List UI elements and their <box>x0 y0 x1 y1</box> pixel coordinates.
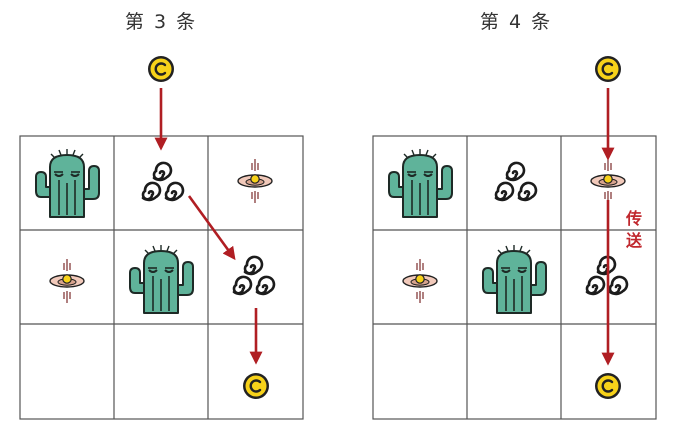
portal-icon <box>237 158 273 204</box>
portal-icon <box>402 258 438 304</box>
cactus-icon <box>129 244 194 314</box>
panel-left: 第 3 条 <box>19 11 304 420</box>
cactus-icon <box>388 148 453 218</box>
cactus-icon <box>482 244 547 314</box>
coin-icon <box>146 54 176 84</box>
teleport-label-char: 送 <box>625 231 643 250</box>
panel-title: 第 3 条 <box>125 11 197 33</box>
cactus-icon <box>35 148 100 218</box>
teleport-label-char: 传 <box>625 209 642 228</box>
swirl-icon <box>143 163 183 200</box>
coin-icon <box>593 371 623 401</box>
coin-icon <box>241 371 271 401</box>
swirl-icon <box>234 257 274 294</box>
swirl-icon <box>496 163 536 200</box>
panel-right: 第 4 条 传 送 <box>372 11 657 420</box>
portal-icon <box>49 258 85 304</box>
panel-title: 第 4 条 <box>480 11 552 33</box>
coin-icon <box>593 54 623 84</box>
portal-icon <box>590 158 626 204</box>
arrow <box>187 195 236 261</box>
